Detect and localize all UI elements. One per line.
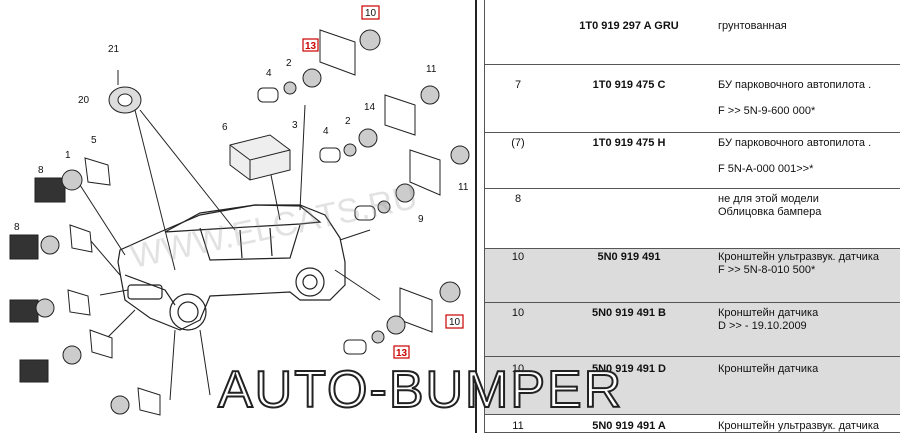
part-description: не для этой модели Облицовка бампера (718, 193, 822, 218)
row-separator (484, 132, 900, 133)
table-row: 10 5N0 919 491 B Кронштейн датчика D >> - … (484, 303, 900, 357)
table-left-border (484, 0, 485, 433)
part-qty: 7 (514, 79, 522, 91)
part-description: Кронштейн датчика D >> - 19.10.2009 (718, 307, 819, 332)
part-description: БУ парковочного автопилота . F 5N-A-000 … (718, 137, 872, 175)
part-qty: 8 (514, 193, 522, 205)
callout-14: 14 (364, 102, 376, 113)
leader-lines (79, 104, 381, 401)
part-number: 5N0 919 491 D (592, 363, 666, 375)
callout-13b: 13 (396, 348, 408, 359)
row-separator (484, 248, 900, 249)
callout-4b: 4 (323, 126, 329, 137)
callout-13a: 13 (305, 41, 317, 52)
table-row: 7 1T0 919 475 C БУ парковочного автопилота… (484, 65, 900, 133)
table-row: 8 не для этой модели Облицовка бампера (484, 189, 900, 249)
callout-10b-box (445, 314, 464, 329)
part-description: Кронштейн ультразвук. датчика F >> 5N-8-… (718, 251, 879, 276)
part-number: 5N0 919 491 (597, 251, 661, 263)
callout-8b: 8 (14, 222, 20, 233)
callout-10a: 10 (365, 8, 377, 19)
part-number: 1T0 919 475 H (592, 137, 666, 149)
callout-21: 21 (108, 44, 120, 55)
row-separator (484, 302, 900, 303)
part-number: 5N0 919 491 B (592, 307, 666, 319)
buzzer-part (108, 70, 142, 114)
callout-11a: 11 (426, 64, 437, 75)
callout-11b: 11 (458, 182, 469, 193)
part-number: 5N0 919 491 A (592, 420, 666, 432)
callout-10b: 10 (449, 317, 461, 328)
callout-4a: 4 (266, 68, 272, 79)
part-description: грунтованная (718, 20, 787, 32)
table-row: 10 5N0 919 491 D Кронштейн датчика (484, 357, 900, 415)
part-number: 1T0 919 475 C (592, 79, 666, 91)
callout-20: 20 (78, 95, 90, 106)
part-qty: 10 (511, 307, 525, 319)
callout-3: 3 (292, 120, 298, 131)
part-qty: 10 (511, 251, 525, 263)
parking-control-unit (229, 134, 291, 181)
part-number: 1T0 919 297 A GRU (579, 20, 679, 32)
callout-5: 5 (91, 135, 97, 146)
part-description: Кронштейн ультразвук. датчика (718, 420, 879, 432)
callout-labels: 21 20 5 1 8 8 4 2 13 10 11 6 3 4 2 14 11… (14, 5, 469, 359)
row-separator (484, 356, 900, 357)
callout-13a-box (302, 38, 319, 52)
table-row: 10 5N0 919 491 Кронштейн ультразвук. датчи… (484, 249, 900, 303)
callout-9: 9 (418, 214, 424, 225)
part-description: Кронштейн датчика (718, 363, 819, 375)
callout-1: 1 (65, 150, 71, 161)
parts-diagram: 21 20 5 1 8 8 4 2 13 10 11 6 3 4 2 14 11… (9, 5, 470, 416)
callout-13b-box (393, 345, 410, 359)
part-qty: (7) (511, 137, 525, 149)
callout-6: 6 (222, 122, 228, 133)
table-row: 1T0 919 297 A GRU грунтованная (484, 0, 900, 65)
part-description: БУ парковочного автопилота . F >> 5N-9-6… (718, 79, 872, 117)
callout-10a-box (361, 5, 380, 20)
parts-diagram-svg: 21 20 5 1 8 8 4 2 13 10 11 6 3 4 2 14 11… (9, 5, 470, 416)
callout-8a: 8 (38, 165, 44, 176)
row-separator (484, 414, 900, 415)
part-qty: 11 (512, 420, 524, 432)
divider (475, 0, 477, 433)
callout-2b: 2 (345, 116, 351, 127)
right-bottom-sensor-group (343, 281, 461, 355)
brand-watermark: AUTO-BUMPER (217, 360, 624, 420)
row-separator (484, 188, 900, 189)
part-qty: 10 (511, 363, 525, 375)
left-sensor-group (9, 157, 161, 416)
callout-2a: 2 (286, 58, 292, 69)
table-row: (7) 1T0 919 475 H БУ парковочного автопило… (484, 133, 900, 189)
car-illustration (117, 204, 346, 331)
right-top-sensor-group (257, 29, 470, 221)
row-separator (484, 64, 900, 65)
